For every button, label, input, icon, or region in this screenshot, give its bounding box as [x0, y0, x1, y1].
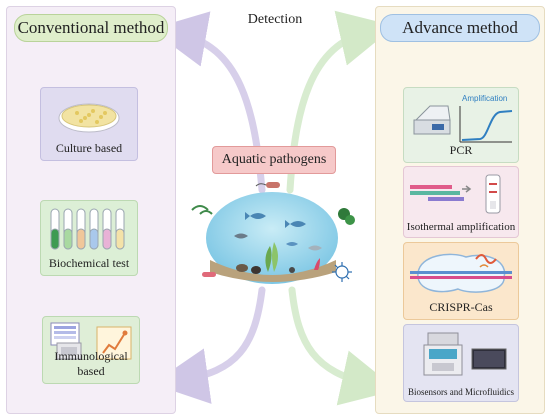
culture-based-card: Culture based	[40, 87, 138, 161]
pcr-label: PCR	[449, 143, 473, 157]
amplification-plot	[459, 106, 513, 143]
biosensors-microfluidics-label: Biosensors and Microfluidics	[408, 387, 514, 397]
immunological-based-card: Immunological based	[42, 316, 140, 384]
aquatic-scene	[191, 182, 355, 284]
isothermal-amplification-card: Isothermal amplification	[403, 166, 519, 238]
petri-dish-icon	[58, 103, 120, 133]
aquatic-pathogens-label: Aquatic pathogens	[212, 146, 336, 174]
crispr-cas-label: CRISPR-Cas	[429, 300, 493, 314]
thermocycler-icon	[413, 105, 451, 135]
pcr-card: PCR	[403, 87, 519, 163]
biochemical-test-card: Biochemical test	[40, 200, 138, 276]
test-tubes-icon	[50, 208, 125, 250]
seaweed-icon	[265, 242, 320, 272]
biosensors-microfluidics-card: Biosensors and Microfluidics	[403, 324, 519, 402]
biosensor-device-icon	[423, 332, 507, 376]
crispr-cas-card: CRISPR-Cas	[403, 242, 519, 320]
bacteria-icon	[266, 182, 280, 188]
detection-label: Detection	[247, 12, 303, 27]
conventional-method-header: Conventional method	[14, 14, 168, 42]
amplification-plot-label: Amplification	[462, 94, 508, 103]
bacteria-icon-2	[202, 272, 216, 277]
seabed	[210, 260, 336, 282]
arrow-to-advance-bottom	[288, 286, 398, 406]
crispr-complex-icon	[410, 253, 512, 293]
elisa-reader-icon	[50, 322, 132, 360]
culture-based-label: Culture based	[55, 141, 123, 155]
shrimp-icon	[191, 205, 213, 215]
water-ellipse	[206, 192, 338, 284]
biochemical-test-label: Biochemical test	[48, 256, 130, 270]
lateral-flow-strip-icon	[410, 174, 501, 214]
virus-icon	[332, 262, 352, 282]
advance-method-header: Advance method	[380, 14, 540, 42]
fish-icon	[234, 212, 322, 251]
arrow-to-conventional-bottom	[152, 286, 266, 404]
isothermal-amplification-label: Isothermal amplification	[406, 221, 516, 233]
algae-icon	[338, 208, 355, 225]
immunological-based-label: Immunological based	[54, 349, 128, 378]
